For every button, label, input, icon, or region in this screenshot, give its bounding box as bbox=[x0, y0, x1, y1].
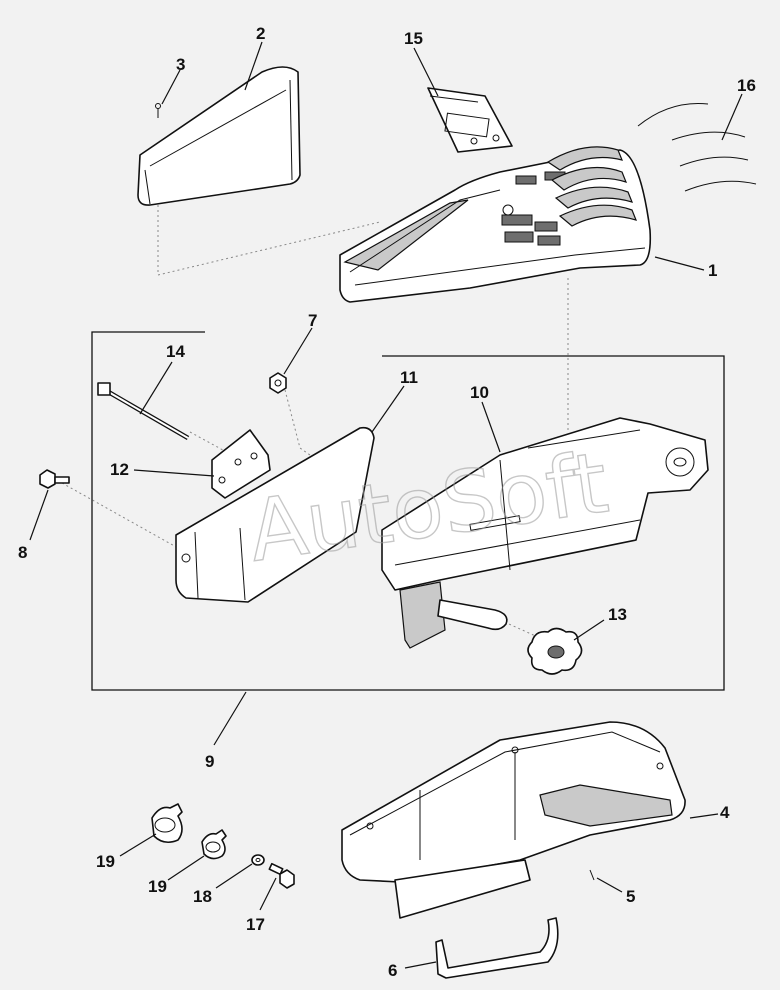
callout-7: 7 bbox=[308, 311, 317, 330]
callout-9: 9 bbox=[205, 752, 214, 771]
part-star-knob bbox=[527, 627, 583, 675]
part-washer bbox=[251, 854, 265, 866]
part-console-housing bbox=[339, 146, 652, 303]
part-decal bbox=[427, 87, 513, 153]
callout-19b: 19 bbox=[148, 877, 167, 896]
part-side-cover bbox=[137, 66, 301, 206]
part-nut bbox=[269, 372, 287, 394]
part-main-frame bbox=[381, 417, 709, 649]
callout-2: 2 bbox=[256, 24, 265, 43]
callout-11: 11 bbox=[400, 368, 418, 387]
part-side-plate bbox=[175, 426, 375, 603]
callout-3: 3 bbox=[176, 55, 185, 74]
callout-1: 1 bbox=[708, 261, 717, 280]
part-clip-small bbox=[201, 829, 227, 860]
callout-14: 14 bbox=[166, 342, 185, 361]
assembly-frame bbox=[91, 331, 725, 691]
part-trim-strip bbox=[435, 917, 559, 979]
callout-15: 15 bbox=[404, 29, 423, 48]
callout-10: 10 bbox=[470, 383, 489, 402]
callout-18: 18 bbox=[193, 887, 212, 906]
callout-8: 8 bbox=[18, 543, 27, 562]
callout-19a: 19 bbox=[96, 852, 115, 871]
part-gaiter-strips bbox=[637, 102, 757, 192]
callout-17: 17 bbox=[246, 915, 265, 934]
part-flange-bolt bbox=[268, 862, 295, 889]
part-clip-large bbox=[151, 803, 183, 844]
part-long-bolt bbox=[97, 382, 190, 440]
part-lower-housing bbox=[341, 721, 686, 919]
callout-16: 16 bbox=[737, 76, 756, 95]
callout-5: 5 bbox=[626, 887, 635, 906]
leader-lines bbox=[29, 41, 743, 969]
callout-12: 12 bbox=[110, 460, 129, 479]
callout-4: 4 bbox=[720, 803, 730, 822]
callout-13: 13 bbox=[608, 605, 627, 624]
part-small-screw bbox=[589, 869, 595, 881]
part-mount-bracket bbox=[211, 429, 271, 499]
part-hex-bolt bbox=[39, 469, 70, 489]
part-screw bbox=[155, 103, 161, 118]
callout-6: 6 bbox=[388, 961, 397, 980]
